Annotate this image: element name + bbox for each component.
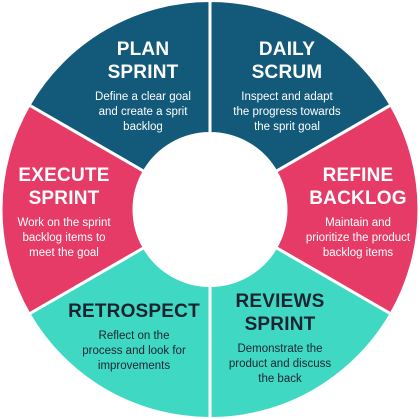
- segment-description-line: the progress towards: [233, 106, 341, 118]
- segment-title-line: DAILY: [258, 39, 316, 60]
- segment-description-line: and create a sprit: [98, 106, 188, 118]
- segment-execute-shape: [0, 102, 147, 317]
- segment-description: Maintain and prioritize the product backlo…: [296, 216, 420, 261]
- segment-retro-shape: [26, 245, 212, 419]
- segment-description-line: Define a clear goal: [95, 91, 191, 103]
- segment-retrospect: RETROSPECT Reflect on the process and look…: [60, 300, 208, 374]
- segment-description: Reflect on the process and look for improv…: [60, 329, 208, 374]
- segment-description-line: the sprit goal: [254, 121, 320, 133]
- segment-description-line: Work on the sprint: [17, 217, 111, 229]
- segment-title-line: SPRINT: [28, 188, 100, 209]
- segment-description-line: backlog items to: [22, 232, 106, 244]
- segment-description-line: product and discuss: [228, 358, 332, 370]
- segment-description-line: Reflect on the: [98, 330, 170, 342]
- segment-description-line: Maintain and: [325, 217, 391, 229]
- segment-description-line: Inspect and adapt: [241, 91, 333, 103]
- segment-description-line: Demonstrate the: [237, 343, 323, 355]
- segment-title-line: BACKLOG: [309, 188, 407, 209]
- segment-title-line: REFINE: [322, 165, 394, 186]
- segment-title-line: PLAN: [116, 39, 170, 60]
- segment-description-line: backlog: [123, 121, 163, 133]
- segment-description-line: process and look for: [82, 345, 186, 357]
- segment-description-line: prioritize the product: [305, 232, 411, 244]
- segment-description: Define a clear goal and create a sprit bac…: [68, 90, 218, 135]
- segment-description-line: meet the goal: [29, 247, 99, 259]
- segment-title-line: SCRUM: [251, 62, 323, 83]
- segment-reviews-shape: [208, 245, 394, 419]
- segment-refine-shape: [273, 102, 420, 317]
- segment-title-line: EXECUTE: [18, 165, 110, 186]
- segment-title-line: REVIEWS: [235, 291, 325, 312]
- segment-daily-shape: [208, 0, 394, 174]
- segment-title: RETROSPECT: [60, 300, 208, 323]
- segment-description-line: the back: [258, 373, 302, 385]
- center-hole: [134, 133, 286, 286]
- segment-description: Inspect and adapt the progress towards the…: [212, 90, 362, 135]
- segment-plan-shape: [26, 0, 212, 174]
- segment-description: Demonstrate the product and discuss the ba…: [204, 342, 356, 387]
- segment-description-line: improvements: [97, 360, 171, 372]
- segment-title-line: RETROSPECT: [68, 301, 200, 322]
- segment-title-line: SPRINT: [107, 62, 179, 83]
- segment-description-line: backlog items: [322, 247, 394, 259]
- segment-title-line: SPRINT: [244, 314, 316, 335]
- segment-description: Work on the sprint backlog items to meet t…: [0, 216, 128, 261]
